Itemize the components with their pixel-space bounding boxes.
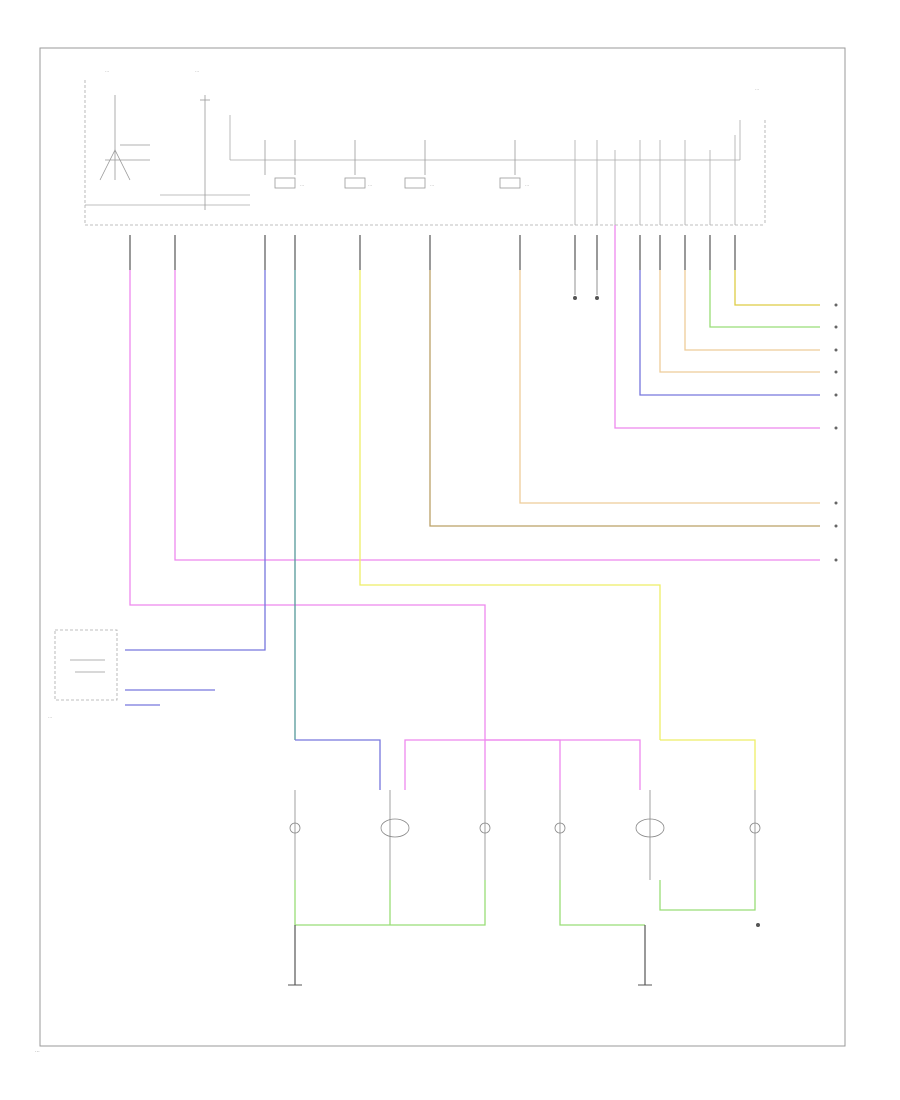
hazard-switch-label: ... <box>48 715 52 720</box>
right-terminals <box>834 303 838 562</box>
splice-group <box>573 270 599 300</box>
fuse-left-label: ... <box>105 69 109 74</box>
relay-switch-1-label: ... <box>300 183 304 188</box>
figure-ref: ... <box>35 1048 40 1054</box>
lamp-row <box>289 790 761 880</box>
fuse-mid-symbol: ... <box>195 69 210 210</box>
hazard-switch: ... <box>48 629 118 720</box>
lamp-3 <box>479 790 491 880</box>
ground-left <box>288 925 302 986</box>
relay-switch-3-label: ... <box>430 183 434 188</box>
relay-switch-4: ... <box>499 140 529 189</box>
fuse-mid-label: ... <box>195 69 199 74</box>
wires <box>125 225 820 926</box>
lamp-1 <box>289 790 301 880</box>
fuse-left-symbol: ... <box>99 69 150 181</box>
relay-switch-3: ... <box>404 140 434 189</box>
module-right-label: ... <box>755 87 759 92</box>
connector-stubs <box>129 235 736 270</box>
relay-switch-4-label: ... <box>525 183 529 188</box>
relay-switch-1: ... <box>264 140 304 189</box>
lamp-2 <box>380 790 410 880</box>
lamp-4 <box>554 790 566 880</box>
relay-switch-2: ... <box>344 140 372 189</box>
ground-terminal-right <box>756 923 760 927</box>
top-module-box <box>84 80 766 226</box>
relay-switch-2-label: ... <box>368 183 372 188</box>
module-pin-marks <box>574 135 736 225</box>
lamp-5 <box>635 790 665 880</box>
lamp-6 <box>749 790 761 880</box>
ground-right <box>638 925 652 986</box>
diagram-frame <box>39 47 846 1047</box>
